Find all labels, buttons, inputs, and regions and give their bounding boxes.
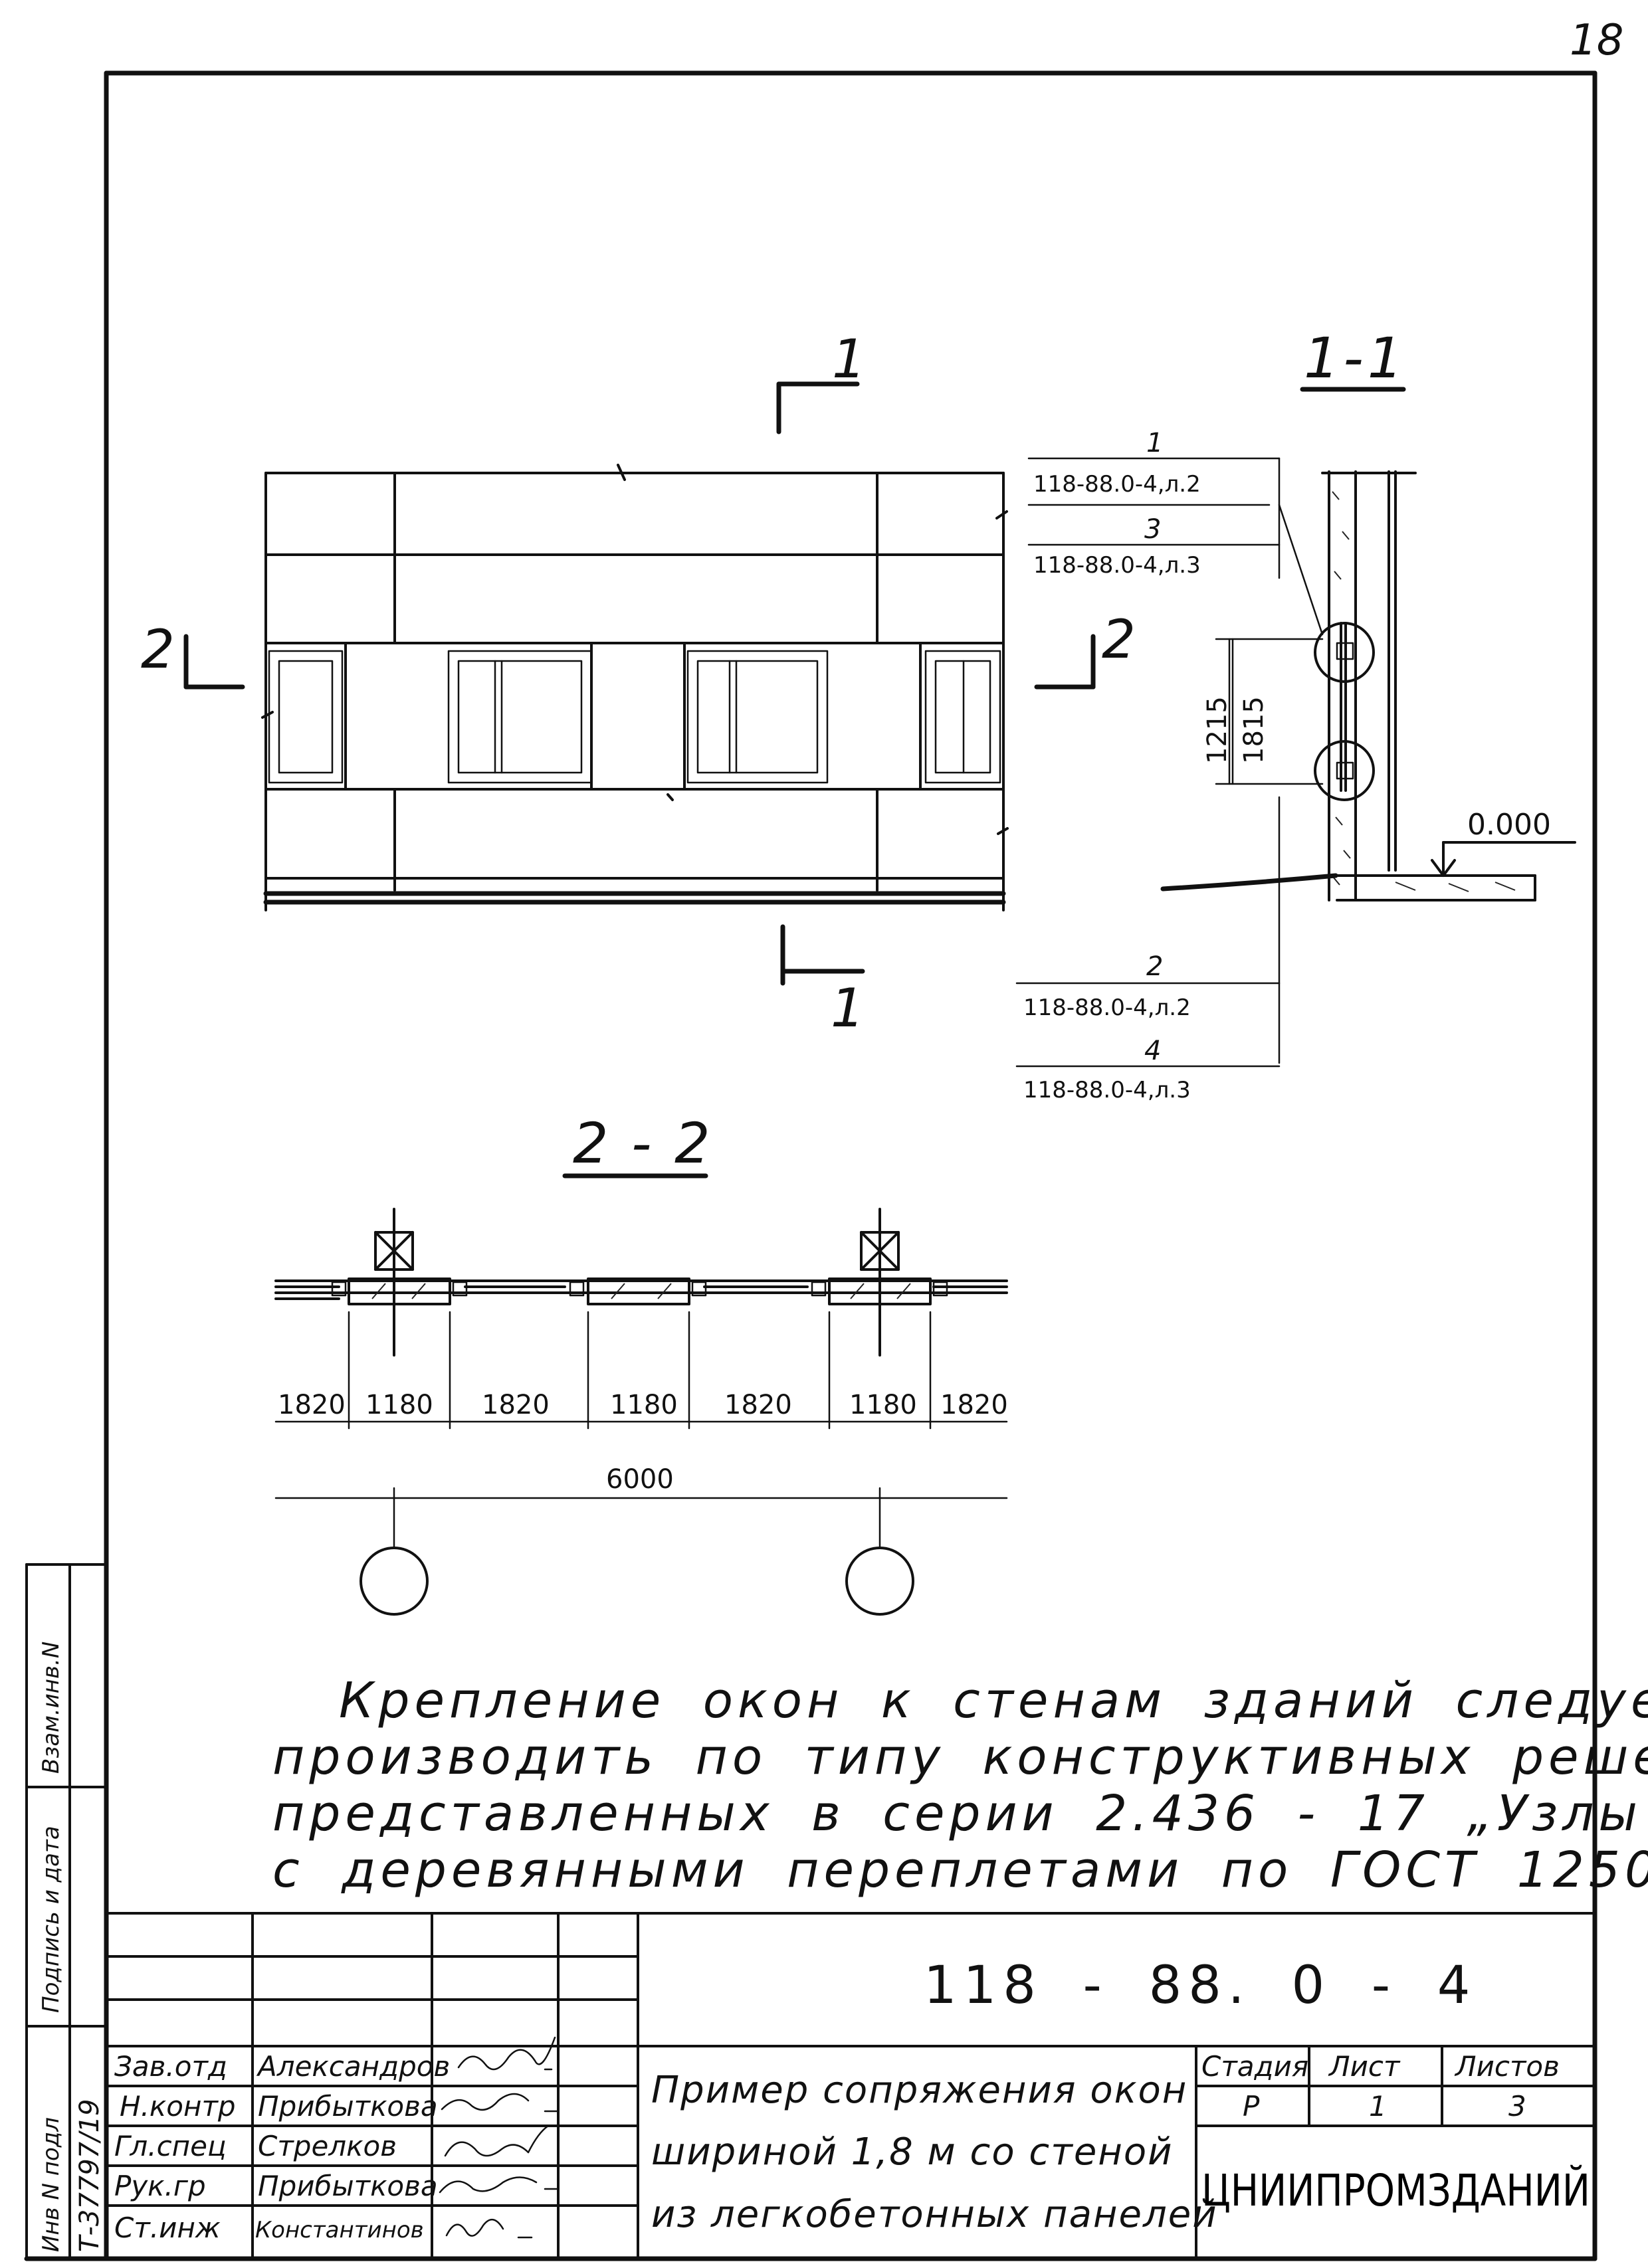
value-stage: Р: [1243, 2090, 1260, 2123]
dim-value: 1820: [482, 1390, 550, 1420]
wall-panel: [587, 1277, 690, 1305]
role-label: Гл.спец: [114, 2130, 227, 2162]
ref-sheet: 118-88.0-4,л.3: [1033, 552, 1201, 579]
level-value: 0.000: [1467, 808, 1551, 842]
node-circle: [1314, 622, 1375, 683]
signature: [439, 2176, 560, 2194]
organization-name: ЦНИИПРОМЗДАНИЙ: [1201, 2164, 1590, 2216]
signature: [445, 2219, 533, 2239]
dim-value: 1180: [610, 1390, 678, 1420]
value-sheets: 3: [1508, 2090, 1526, 2123]
stamp-column: Взам.инв.N Подпись и дата Инв N подл Т-3…: [25, 1563, 108, 2260]
role-name: Константинов: [255, 2217, 424, 2243]
dimension-chain: [274, 1311, 1008, 1549]
dimension-vertical: [1215, 638, 1324, 785]
window-unit: [686, 650, 829, 784]
ref-node: 3: [1144, 514, 1161, 545]
header-sheets: Листов: [1454, 2050, 1560, 2083]
ref-node: 2: [1146, 951, 1163, 982]
section-mark-2-right: [1034, 634, 1096, 690]
section-mark-label: 2: [141, 618, 175, 680]
section-mark-1-bottom: [780, 924, 865, 986]
window-unit: [447, 650, 593, 784]
ref-sheet: 118-88.0-4,л.2: [1023, 994, 1191, 1021]
role-name: Стрелков: [258, 2130, 397, 2162]
node-circle: [1314, 740, 1375, 801]
section-mark-label: 1: [832, 328, 866, 390]
column: [860, 1208, 900, 1357]
window-unit: [268, 650, 344, 784]
signature: [441, 2093, 560, 2113]
note-line: представленных в серии 2.436 - 17 „Узлы …: [272, 1785, 1648, 1842]
dim-value: 1180: [849, 1390, 917, 1420]
dim-value: 1820: [940, 1390, 1008, 1420]
grid-axis-marker: [845, 1547, 914, 1616]
dim-value: 1820: [278, 1390, 346, 1420]
drawing-title-line: Пример сопряжения окон: [651, 2069, 1187, 2112]
stamp-label: Инв N подл: [38, 2117, 64, 2252]
section-mark-2-left: [183, 634, 245, 690]
dim-inner: 1215: [1202, 696, 1233, 764]
dim-outer: 1815: [1239, 696, 1269, 764]
ref-sheet: 118-88.0-4,л.2: [1033, 471, 1201, 498]
header-stage: Стадия: [1201, 2050, 1308, 2083]
dim-value: 1820: [724, 1390, 792, 1420]
role-name: Александров: [256, 2050, 450, 2083]
role-label: Зав.отд: [114, 2050, 227, 2083]
drawing-title-line: из легкобетонных панелей: [651, 2193, 1218, 2236]
inv-number: Т-37797/19: [74, 2099, 105, 2253]
dim-value: 1180: [365, 1390, 433, 1420]
document-code: 118 - 88. 0 - 4: [924, 1956, 1477, 2016]
role-name: Прибыткова: [258, 2090, 438, 2123]
role-label: Ст.инж: [114, 2212, 221, 2244]
note-line: производить по типу конструктивных решен…: [272, 1729, 1648, 1786]
section-title: 2 - 2: [573, 1111, 713, 1176]
header-sheet: Лист: [1328, 2050, 1401, 2083]
dim-total: 6000: [606, 1464, 674, 1495]
note-text: Крепление окон к стенам зданий следует п…: [272, 1672, 1648, 1899]
section-mark-label: 1: [831, 977, 865, 1039]
title-block: 118 - 88. 0 - 4 Зав.отд Александров Н.ко…: [105, 1912, 1596, 2260]
grid-axis-marker: [360, 1547, 429, 1616]
section-1-1: 1-1: [1015, 326, 1576, 1103]
section-2-2: 2 - 2: [274, 1111, 1008, 1616]
stamp-label: Подпись и дата: [38, 1826, 64, 2013]
signature: [457, 2036, 556, 2071]
window-unit: [924, 650, 1001, 784]
drawing-title-line: шириной 1,8 м со стеной: [651, 2130, 1174, 2174]
signature: [444, 2125, 550, 2157]
note-line: Крепление окон к стенам зданий следует: [339, 1672, 1648, 1729]
role-name: Прибыткова: [258, 2170, 438, 2202]
facade-elevation: 1 1 2 2: [141, 328, 1136, 1039]
ref-node: 4: [1144, 1036, 1161, 1066]
ref-sheet: 118-88.0-4,л.3: [1023, 1077, 1191, 1103]
role-label: Н.контр: [120, 2090, 236, 2123]
sheet-frame: [24, 70, 1597, 2261]
stamp-label: Взам.инв.N: [38, 1642, 64, 1774]
role-label: Рук.гр: [114, 2170, 206, 2202]
page-number: 18: [1570, 16, 1623, 65]
ref-node: 1: [1146, 428, 1163, 458]
section-mark-label: 2: [1102, 609, 1136, 670]
section-title: 1-1: [1304, 326, 1407, 391]
note-line: с деревянными переплетами по ГОСТ 12506 …: [272, 1842, 1648, 1899]
column: [374, 1208, 414, 1357]
level-mark: [1431, 841, 1576, 877]
wall-panel: [348, 1277, 451, 1305]
section-mark-1-top: [776, 381, 860, 434]
value-sheet: 1: [1369, 2090, 1387, 2123]
